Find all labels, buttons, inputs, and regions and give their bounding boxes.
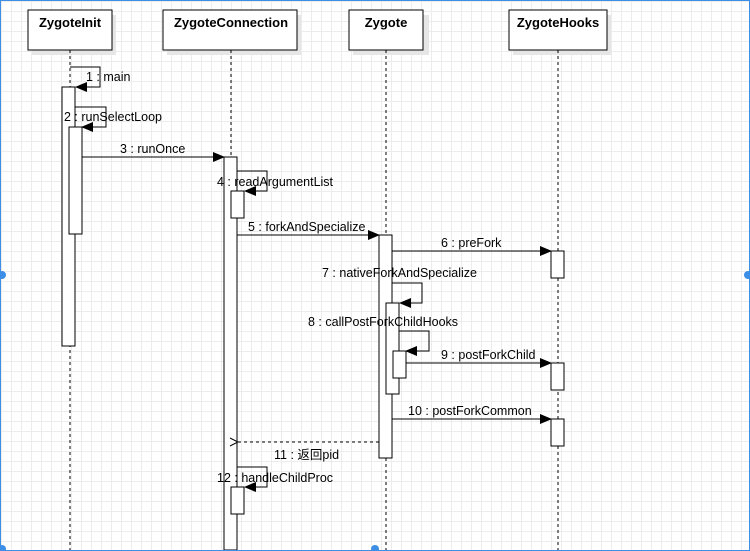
activation-zygoteconnection-handlechildproc[interactable] [230,486,245,515]
message-postforkcommon[interactable]: 10 : postForkCommon [392,404,552,424]
message-nativeforkandspecialize[interactable]: 7 : nativeForkAndSpecialize [322,266,477,308]
message-return-pid[interactable]: 11 : 返回pid [238,442,379,462]
message-readargumentlist[interactable]: 4 : readArgumentList [217,170,334,196]
message-forkandspecialize[interactable]: 5 : forkAndSpecialize [237,220,380,240]
message-prefork[interactable]: 6 : preFork [392,236,552,256]
message-main[interactable]: 1 : main [70,66,131,92]
message-label: 10 : postForkCommon [408,404,532,418]
participant-zygotehooks[interactable]: ZygoteHooks [508,9,611,55]
activation-zygotehooks-postforkchild[interactable] [550,362,565,391]
participant-label: ZygoteInit [39,15,102,30]
activation-zygote-callpostforkchildhooks[interactable] [392,350,407,379]
activation-zygotehooks-postforkcommon[interactable] [550,418,565,447]
message-callpostforkchildhooks[interactable]: 8 : callPostForkChildHooks [308,315,458,356]
message-label: 7 : nativeForkAndSpecialize [322,266,477,280]
activation-zygotehooks-prefork[interactable] [550,250,565,279]
message-label: 11 : 返回pid [274,448,339,462]
message-label: 4 : readArgumentList [217,175,334,189]
message-label: 5 : forkAndSpecialize [248,220,365,234]
participant-zygoteconnection[interactable]: ZygoteConnection [162,9,301,55]
activation-zygoteinit-runselectloop[interactable] [68,126,83,235]
participant-label: ZygoteConnection [174,15,288,30]
message-postforkchild[interactable]: 9 : postForkChild [406,348,552,368]
message-label: 9 : postForkChild [441,348,536,362]
resize-handle-right[interactable] [744,271,749,279]
participant-zygoteinit[interactable]: ZygoteInit [27,9,116,55]
participant-label: ZygoteHooks [517,15,599,30]
message-label: 1 : main [86,70,131,84]
resize-handle-bottom-left[interactable] [1,545,6,550]
participant-zygote[interactable]: Zygote [348,9,429,55]
message-runselectloop[interactable]: 2 : runSelectLoop [64,106,162,132]
message-handlechildproc[interactable]: 12 : handleChildProc [217,466,333,492]
message-label: 3 : runOnce [120,142,185,156]
activation-zygoteconnection-readargumentlist[interactable] [230,190,245,219]
message-label: 12 : handleChildProc [217,471,333,485]
message-runonce[interactable]: 3 : runOnce [82,142,225,162]
message-label: 6 : preFork [441,236,502,250]
message-label: 8 : callPostForkChildHooks [308,315,458,329]
resize-handle-bottom[interactable] [371,545,379,550]
activation-zygoteconnection-runonce[interactable] [223,156,238,550]
participant-label: Zygote [365,15,408,30]
resize-handle-left[interactable] [1,271,6,279]
message-label: 2 : runSelectLoop [64,110,162,124]
